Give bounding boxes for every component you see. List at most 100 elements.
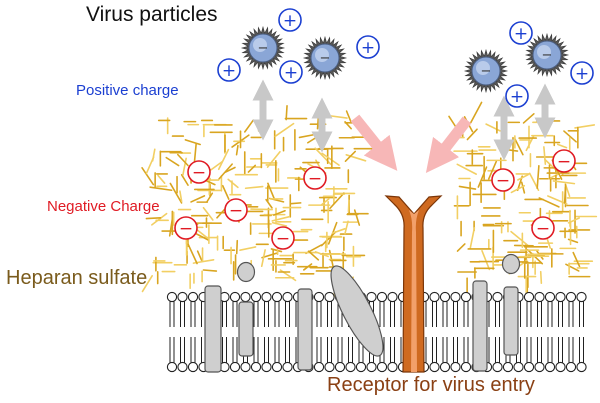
heparan-chain	[168, 215, 174, 237]
heparan-chain	[180, 173, 189, 186]
membrane-protein	[472, 280, 488, 372]
heparan-sulfate-label: Heparan sulfate	[6, 267, 148, 289]
heparan-chain	[328, 114, 348, 119]
positive-charge-icon: +	[505, 84, 529, 108]
heparan-chain	[260, 249, 266, 268]
membrane-protein	[503, 286, 519, 356]
heparan-chain	[285, 104, 288, 121]
virus-charge-mark: −	[320, 51, 331, 66]
lipid-head	[229, 361, 241, 373]
heparan-chain	[517, 173, 529, 181]
heparan-chain	[565, 263, 580, 272]
heparan-chain	[267, 182, 276, 201]
lipid-pair	[576, 291, 587, 373]
membrane-protein-oval	[330, 265, 384, 357]
lipid-pair	[261, 291, 272, 373]
heparan-chain	[244, 185, 264, 190]
heparan-chain	[289, 202, 302, 205]
lipid-head	[282, 291, 293, 303]
heparan-chain	[477, 166, 488, 188]
heparan-chain	[302, 263, 313, 271]
plus-sign: +	[510, 87, 524, 107]
membrane-protein	[297, 288, 313, 371]
lipid-pair	[166, 291, 178, 373]
lipid-pair	[492, 291, 503, 373]
heparan-chain	[345, 110, 352, 124]
heparan-chain	[151, 148, 156, 162]
heparan-chain	[272, 209, 286, 216]
heparan-chain	[271, 215, 291, 222]
plus-sign: +	[283, 11, 297, 31]
heparan-chain	[165, 156, 180, 167]
heparan-chain	[470, 101, 483, 124]
lipid-head	[376, 361, 388, 373]
heparan-chain	[353, 209, 361, 226]
heparan-chain	[522, 112, 535, 124]
heparan-chain	[235, 239, 239, 255]
lipid-head	[555, 291, 566, 303]
heparan-chain	[184, 139, 201, 146]
lipid-head	[261, 361, 272, 373]
heparan-chain	[149, 186, 173, 192]
lipid-head	[166, 291, 178, 303]
lipid-head	[166, 361, 178, 373]
heparan-chain	[344, 150, 357, 163]
heparan-chain	[539, 270, 543, 284]
lipid-pair	[555, 291, 566, 373]
lipid-head	[313, 291, 325, 303]
heparan-chain	[485, 123, 501, 132]
heparan-chain	[224, 166, 236, 173]
negative-charge-icon: −	[174, 216, 198, 240]
lipid-pair	[177, 291, 188, 373]
heparan-chain	[520, 181, 526, 194]
heparan-chain	[563, 130, 577, 143]
lipid-head	[439, 291, 451, 303]
virus-particle-icon: −	[524, 32, 570, 78]
negative-charge-icon: −	[531, 216, 555, 240]
positive-charge-icon: +	[356, 35, 380, 59]
heparan-chain	[271, 221, 288, 227]
lipid-pair	[534, 291, 545, 373]
negative-charge-label: Negative Charge	[47, 198, 160, 215]
heparan-chain	[448, 115, 457, 128]
lipid-head	[261, 291, 272, 303]
heparan-chain	[179, 190, 183, 203]
negative-charge-icon: −	[224, 198, 248, 222]
lipid-head	[429, 291, 440, 303]
heparan-chain	[196, 250, 203, 261]
minus-sign: −	[536, 219, 550, 239]
heparan-chain	[547, 172, 561, 180]
lipid-head	[313, 361, 325, 373]
heparan-chain	[572, 251, 581, 268]
virus-highlight	[315, 48, 329, 62]
heparan-chain	[274, 122, 295, 138]
membrane-protein	[238, 301, 254, 357]
virus-charge-mark: −	[481, 64, 492, 79]
heparan-chain	[239, 246, 257, 251]
lipid-head	[240, 361, 251, 373]
membrane-protein-head	[236, 261, 256, 283]
lipid-head	[492, 361, 503, 373]
plus-sign: +	[575, 64, 589, 84]
positive-charge-icon: +	[509, 21, 533, 45]
heparan-chain	[266, 150, 281, 168]
heparan-chain	[469, 227, 476, 250]
heparan-chain	[458, 185, 477, 190]
lipid-head	[366, 291, 377, 303]
heparan-chain	[202, 206, 214, 221]
membrane-protein-head	[501, 253, 521, 275]
heparan-chain	[536, 165, 540, 190]
lipid-head	[523, 361, 535, 373]
positive-charge-icon: +	[217, 58, 241, 82]
heparan-chain	[235, 144, 239, 156]
lipid-head	[345, 361, 356, 373]
lipid-head	[271, 291, 283, 303]
plus-sign: +	[284, 63, 298, 83]
virus-particle-icon: −	[463, 48, 509, 94]
lipid-head	[502, 361, 514, 373]
lipid-pair	[450, 291, 461, 373]
heparan-chain	[487, 160, 498, 180]
heparan-chain	[543, 146, 547, 166]
heparan-chain	[298, 134, 314, 139]
